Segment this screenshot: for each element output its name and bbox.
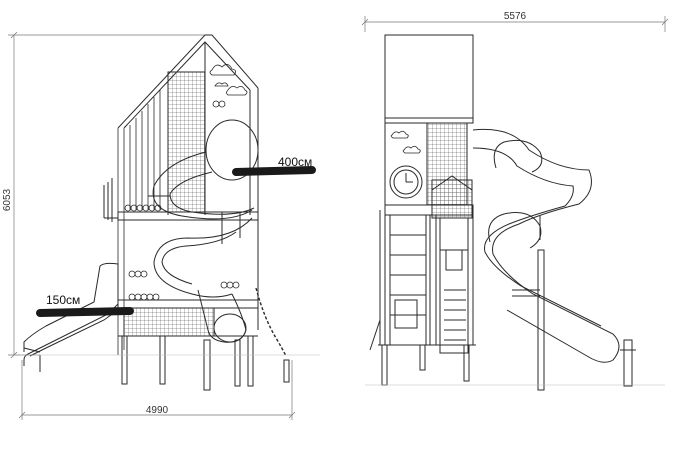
tower-roof bbox=[117, 34, 259, 330]
side-spiral-slide bbox=[472, 128, 620, 363]
right-elevation: 5576 bbox=[361, 11, 669, 391]
right-width-dimension-label: 5576 bbox=[504, 11, 527, 22]
rope bbox=[255, 287, 287, 357]
short-slide bbox=[23, 262, 119, 372]
spiral-tube-slide bbox=[148, 119, 259, 343]
height-dimension-label: 6053 bbox=[2, 188, 13, 211]
callout-bar-lower bbox=[36, 307, 134, 317]
side-deck bbox=[384, 204, 474, 216]
ball-decor bbox=[124, 100, 240, 301]
support-posts bbox=[121, 335, 290, 391]
callout-bar-upper bbox=[232, 166, 316, 176]
upper-slide-callout: 400см bbox=[278, 155, 312, 169]
climbing-ladder bbox=[389, 214, 427, 346]
side-cloud-decor bbox=[390, 130, 421, 154]
left-width-dimension bbox=[18, 360, 296, 420]
right-width-dimension bbox=[361, 16, 669, 32]
step-ladder bbox=[439, 217, 469, 354]
side-frame bbox=[103, 178, 118, 222]
right-support-posts bbox=[381, 249, 636, 391]
left-width-dimension-label: 4990 bbox=[146, 405, 169, 416]
deck-levels bbox=[117, 211, 259, 337]
lower-slide-callout: 150см bbox=[46, 293, 80, 307]
side-roof bbox=[384, 34, 474, 124]
balcony bbox=[431, 175, 473, 219]
side-frame-posts bbox=[369, 210, 476, 351]
left-elevation: 6053 4990 bbox=[2, 31, 320, 420]
cloud-decor bbox=[209, 64, 248, 96]
clock-decor bbox=[389, 165, 423, 199]
